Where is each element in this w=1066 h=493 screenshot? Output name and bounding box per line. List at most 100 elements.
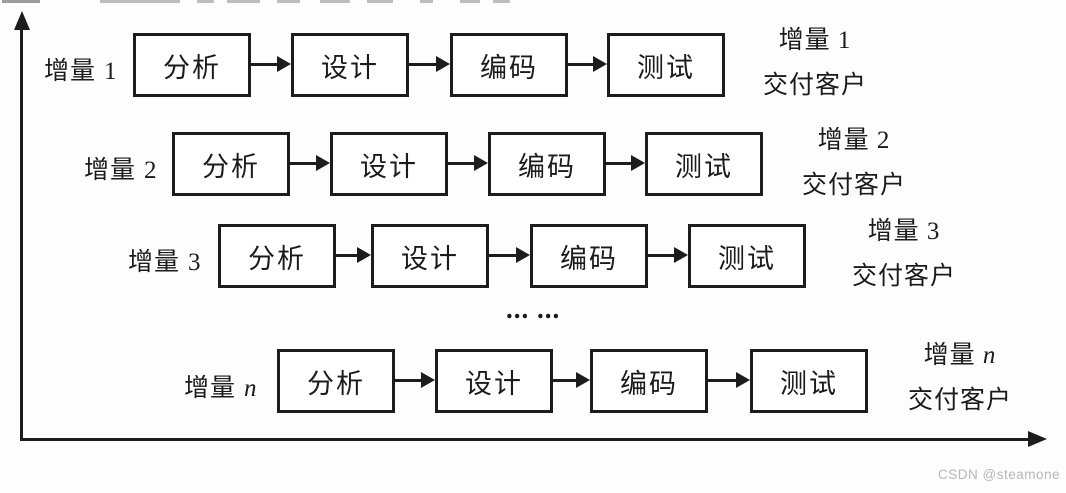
arrow-connector <box>648 247 688 263</box>
arrowhead-icon <box>316 155 330 171</box>
arrow-connector <box>708 372 750 388</box>
stage-box-label: 分析 <box>248 243 306 274</box>
arrow-shaft <box>708 379 739 382</box>
increment-label-text: 增量 <box>184 375 237 402</box>
stage-box-label: 编码 <box>620 368 678 399</box>
stage-box-label: 测试 <box>637 52 695 83</box>
arrow-connector <box>568 56 607 72</box>
delivery-caption: 交付客户 <box>851 263 956 290</box>
arrow-shaft <box>409 63 439 66</box>
increment-label-n: 增量 n <box>184 368 258 404</box>
arrowhead-icon <box>421 372 435 388</box>
stage-box-testing: 测试 <box>645 132 763 196</box>
stage-box-analysis: 分析 <box>277 349 395 413</box>
delivery-prefix: 增量 <box>778 27 831 54</box>
arrow-shaft <box>553 379 579 382</box>
delivery-prefix: 增量 <box>867 218 920 245</box>
stage-box-label: 设计 <box>465 368 523 399</box>
arrowhead-icon <box>593 56 607 72</box>
arrowhead-icon <box>674 247 688 263</box>
arrow-connector <box>448 155 488 171</box>
delivery-caption: 交付客户 <box>762 72 867 99</box>
stage-box-analysis: 分析 <box>172 132 290 196</box>
arrow-connector <box>336 247 371 263</box>
stage-box-label: 分析 <box>202 151 260 182</box>
arrow-shaft <box>395 379 424 382</box>
delivery-label-2: 增量 2 交付客户 <box>774 127 934 200</box>
arrow-shaft <box>568 63 596 66</box>
increment-label-index: n <box>244 375 258 402</box>
stage-box-testing: 测试 <box>607 33 725 97</box>
delivery-index: 3 <box>926 218 941 245</box>
delivery-label-3: 增量 3 交付客户 <box>824 218 984 291</box>
stage-box-coding: 编码 <box>450 33 568 97</box>
arrowhead-icon <box>576 372 590 388</box>
stage-box-label: 分析 <box>307 368 365 399</box>
y-axis-arrowhead-icon <box>14 11 30 30</box>
stage-box-design: 设计 <box>330 132 448 196</box>
arrow-shaft <box>448 162 477 165</box>
arrowhead-icon <box>277 56 291 72</box>
x-axis <box>20 438 1030 441</box>
stage-box-label: 设计 <box>401 243 459 274</box>
arrow-connector <box>606 155 645 171</box>
arrow-connector <box>553 372 590 388</box>
stage-box-design: 设计 <box>371 224 489 288</box>
delivery-line1: 增量 1 <box>779 27 852 55</box>
arrow-connector <box>290 155 330 171</box>
delivery-label-1: 增量 1 交付客户 <box>735 27 895 100</box>
increment-label-text: 增量 <box>44 58 97 85</box>
stage-box-label: 编码 <box>480 52 538 83</box>
delivery-line1: 增量 3 <box>868 218 941 246</box>
arrow-shaft <box>648 254 677 257</box>
increment-label-text: 增量 <box>128 249 181 276</box>
stage-box-label: 设计 <box>321 52 379 83</box>
arrowhead-icon <box>436 56 450 72</box>
arrow-shaft <box>251 63 280 66</box>
arrow-shaft <box>290 162 319 165</box>
delivery-index: n <box>982 342 997 369</box>
arrowhead-icon <box>516 247 530 263</box>
stage-box-label: 设计 <box>360 151 418 182</box>
arrowhead-icon <box>736 372 750 388</box>
stage-box-testing: 测试 <box>688 224 806 288</box>
x-axis-arrowhead-icon <box>1028 431 1047 447</box>
continuation-ellipsis: ... ... <box>506 294 561 324</box>
delivery-label-n: 增量 n 交付客户 <box>880 342 1040 415</box>
csdn-watermark: CSDN @steamone <box>938 467 1060 482</box>
delivery-line1: 增量 2 <box>818 127 891 155</box>
stage-box-testing: 测试 <box>750 349 868 413</box>
arrow-connector <box>251 56 291 72</box>
stage-box-label: 编码 <box>518 151 576 182</box>
stage-box-label: 测试 <box>780 368 838 399</box>
delivery-index: 2 <box>876 127 891 154</box>
delivery-caption: 交付客户 <box>801 172 906 199</box>
stage-box-analysis: 分析 <box>218 224 336 288</box>
arrow-shaft <box>489 254 519 257</box>
arrowhead-icon <box>474 155 488 171</box>
stage-box-coding: 编码 <box>488 132 606 196</box>
stage-box-coding: 编码 <box>530 224 648 288</box>
arrow-connector <box>409 56 450 72</box>
delivery-line1: 增量 n <box>924 342 997 370</box>
delivery-prefix: 增量 <box>817 127 870 154</box>
stage-box-design: 设计 <box>435 349 553 413</box>
arrowhead-icon <box>357 247 371 263</box>
increment-label-1: 增量 1 <box>44 51 118 87</box>
stage-box-label: 测试 <box>675 151 733 182</box>
stage-box-label: 测试 <box>718 243 776 274</box>
arrowhead-icon <box>631 155 645 171</box>
increment-label-index: 1 <box>104 58 118 85</box>
arrow-shaft <box>336 254 360 257</box>
stage-box-analysis: 分析 <box>133 33 251 97</box>
arrow-shaft <box>606 162 634 165</box>
delivery-index: 1 <box>837 27 852 54</box>
arrow-connector <box>489 247 530 263</box>
delivery-prefix: 增量 <box>923 342 976 369</box>
stage-box-label: 编码 <box>560 243 618 274</box>
delivery-caption: 交付客户 <box>907 387 1012 414</box>
stage-box-label: 分析 <box>163 52 221 83</box>
